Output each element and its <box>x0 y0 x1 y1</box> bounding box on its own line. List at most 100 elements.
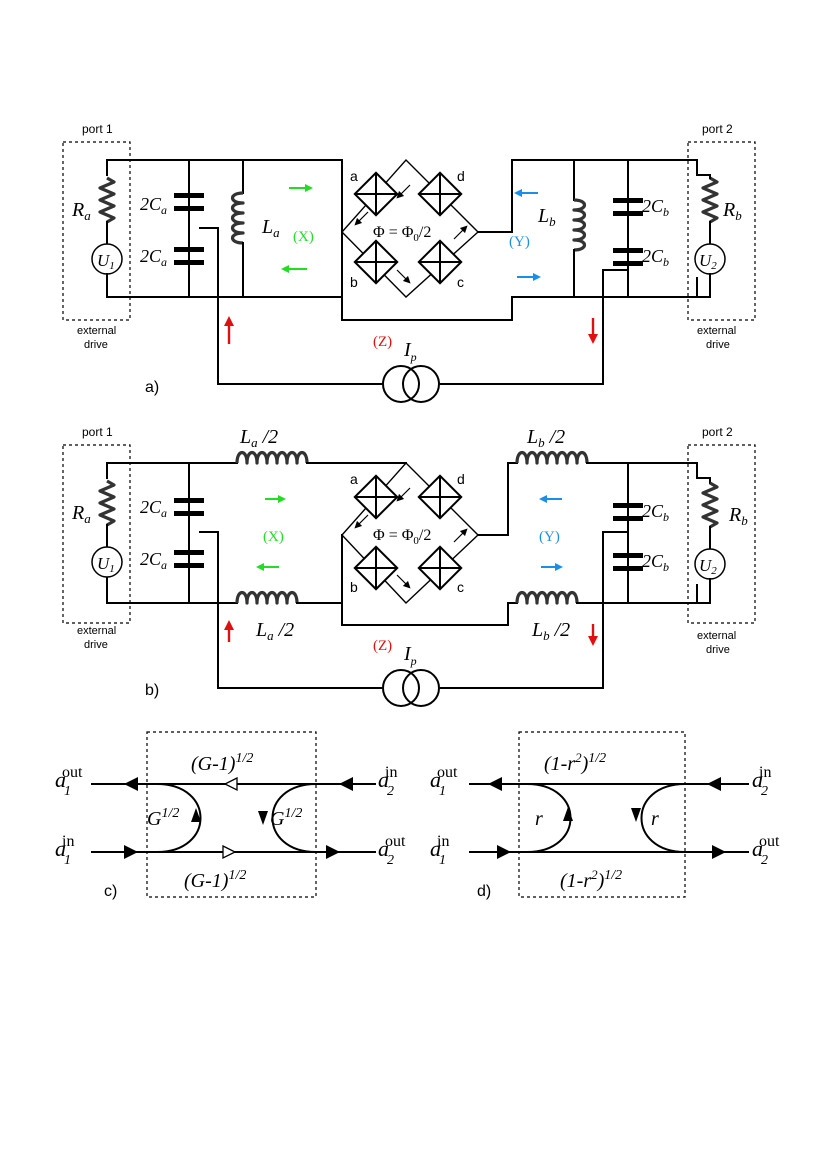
label-U2-b: U2 <box>699 556 717 577</box>
converter-box <box>518 731 686 898</box>
current-source-b-right <box>402 669 440 707</box>
junction-d-label: d <box>457 168 465 184</box>
junction-c <box>417 239 463 285</box>
port1-label-b: port 1 <box>82 425 113 439</box>
junction-c-b <box>417 545 463 591</box>
port1-box-b <box>62 444 131 624</box>
drive-right-b-2: drive <box>706 644 730 656</box>
panel-d-label: d) <box>477 883 491 900</box>
port1-box <box>62 141 131 321</box>
resistor-Rb <box>701 176 719 224</box>
inductor-Lb-half-bottom <box>515 590 579 605</box>
c-arrow-out-2 <box>326 845 340 859</box>
left-bottom-rail <box>106 274 343 298</box>
junction-a <box>353 171 399 217</box>
drive-right-1: external <box>697 325 736 337</box>
mode-z-label: (Z) <box>373 334 392 350</box>
c-right-gain: G1/2 <box>270 806 302 830</box>
resistor-Rb-b <box>701 481 719 529</box>
label-Ca-top: 2Ca <box>140 194 167 217</box>
junction-a-label: a <box>350 168 358 184</box>
d-bottom-label: (1-r2)1/2 <box>560 867 622 892</box>
d-arrow-out-1 <box>488 777 502 791</box>
resistor-Ra <box>98 176 116 224</box>
current-source-left-ring <box>382 365 420 403</box>
inductor-Lb-half-top <box>515 450 589 465</box>
panel-c: (G-1)1/2 (G-1)1/2 G1/2 G1/2 a1out a2in a… <box>55 731 406 900</box>
c-top-label: (G-1)1/2 <box>191 751 253 775</box>
flux-label-b: Φ = Φ0/2 <box>373 527 431 547</box>
label-Ca-bottom: 2Ca <box>140 246 167 269</box>
label-Cb-top: 2Cb <box>642 196 669 219</box>
label-Cb-bottom: 2Cb <box>642 246 669 269</box>
current-source-b-left <box>382 669 420 707</box>
junction-a-b <box>353 474 399 520</box>
b-pump-wire-left <box>199 531 382 689</box>
label-Cb-bottom-b: 2Cb <box>642 551 669 574</box>
panel-d: (1-r2)1/2 (1-r2)1/2 r r a1out a2in a1in … <box>430 731 780 900</box>
label-U2: U2 <box>699 251 717 272</box>
x-arrow-left-b <box>256 563 264 571</box>
label-Ca-top-b: 2Ca <box>140 497 167 520</box>
drive-left-b-1: external <box>77 625 116 637</box>
junction-b-b <box>353 545 399 591</box>
c-a2-in: a2in <box>378 764 397 799</box>
panel-a-label: a) <box>145 379 159 396</box>
drive-right-b-1: external <box>697 630 736 642</box>
pump-arrow-up-b <box>224 620 234 630</box>
right-bottom-rail <box>341 231 698 321</box>
drive-right-2: drive <box>706 339 730 351</box>
label-Ra-b: Ra <box>71 502 91 526</box>
source-U1-b <box>91 546 123 578</box>
mode-y-label-b: (Y) <box>539 529 560 545</box>
label-Rb: Rb <box>722 199 742 223</box>
label-Cb-top-b: 2Cb <box>642 501 669 524</box>
label-Ip-b: Ip <box>403 643 417 668</box>
junction-a-label-b: a <box>350 471 358 487</box>
junction-c-label: c <box>457 274 464 290</box>
d-a1-out: a1out <box>430 764 458 799</box>
drive-left-b-2: drive <box>84 639 108 651</box>
label-U1-b: U1 <box>97 554 115 575</box>
d-left-r: r <box>535 808 543 830</box>
c-a2-out: a2out <box>378 833 406 868</box>
flux-label: Φ = Φ0/2 <box>373 224 431 244</box>
mode-y-label: (Y) <box>509 234 530 250</box>
left-top-rail <box>106 159 343 233</box>
d-left-loop <box>525 782 572 854</box>
d-a1-in: a1in <box>430 833 449 868</box>
mode-z-label-b: (Z) <box>373 638 392 654</box>
panel-c-label: c) <box>104 883 117 900</box>
panel-b: port 1 port 2 external drive external dr… <box>62 425 756 707</box>
amplifier-box <box>146 731 317 898</box>
d-a2-in: a2in <box>752 764 771 799</box>
label-Lb-half-bottom: Lb /2 <box>531 619 570 643</box>
d-arrow-in-2 <box>707 777 721 791</box>
label-Rb-b: Rb <box>728 504 748 528</box>
d-arrow-out-2 <box>712 845 726 859</box>
junction-b-label-b: b <box>350 579 358 595</box>
y-arrow-left-b <box>539 495 547 503</box>
x-arrow-right-b <box>278 495 286 503</box>
c-left-loop <box>155 782 202 854</box>
inductor-La <box>230 191 245 245</box>
drive-left-2: drive <box>84 339 108 351</box>
b-pump-wire-right <box>440 531 629 689</box>
c-open-arrow-top <box>223 776 238 792</box>
drive-left-1: external <box>77 325 116 337</box>
inductor-Lb <box>572 198 587 252</box>
d-right-loop <box>640 782 687 854</box>
d-right-r: r <box>651 808 659 830</box>
c-arrow-in-1 <box>124 845 138 859</box>
junction-b <box>353 239 399 285</box>
label-La-half-top: La /2 <box>239 426 278 450</box>
port2-box-b <box>687 444 756 624</box>
junction-b-label: b <box>350 274 358 290</box>
mode-x-label-b: (X) <box>263 529 284 545</box>
c-bottom-label: (G-1)1/2 <box>184 868 246 892</box>
panel-b-label: b) <box>145 682 159 699</box>
label-Lb: Lb <box>537 205 556 229</box>
current-source-right-ring <box>402 365 440 403</box>
